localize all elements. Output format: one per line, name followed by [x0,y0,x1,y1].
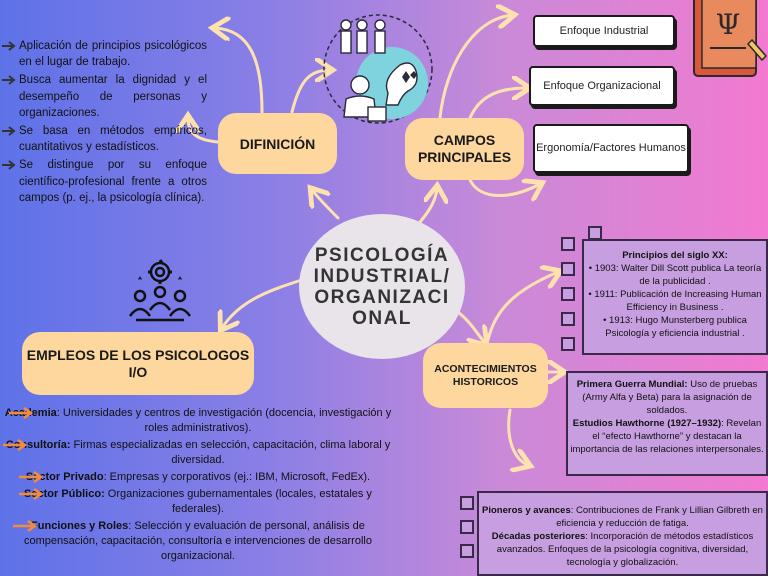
empleo-item: Sector Público: Organizaciones gubername… [3,487,393,517]
campos-principales-node: CAMPOS PRINCIPALES [405,118,524,180]
historia-heading: Pioneros y avances [482,505,571,516]
historia-box-pioneros: Pioneros y avances: Contribuciones de Fr… [477,491,768,576]
historia-line: • 1913: Hugo Munsterberg publica Psicolo… [603,315,747,339]
historia-line: • 1911: Publicación de Increasing Human … [588,289,762,313]
orange-arrow-icon [3,439,28,451]
orange-arrow-icon [9,407,34,419]
orange-arrow-icon [19,471,44,483]
acontecimientos-node: ACONTECIMIENTOS HISTORICOS [423,343,548,408]
decor-square [561,287,575,301]
historia-box-guerra-hawthorne: Primera Guerra Mundial: Uso de pruebas (… [566,371,768,476]
decor-square [561,237,575,251]
historia-heading: Estudios Hawthorne (1927–1932) [572,418,722,429]
definition-item: Se basa en métodos empíricos, cuantitati… [2,123,207,155]
historia-box-siglo-xx: Principios del siglo XX: • 1903: Walter … [582,239,768,355]
decor-square [460,544,474,558]
arrow-right-icon [2,160,16,171]
arrow-right-icon [2,75,16,86]
historia-heading: Primera Guerra Mundial: [576,379,688,390]
historia-text: Uso de pruebas (Army Alfa y Beta) para l… [582,379,758,416]
empleos-node: EMPLEOS DE LOS PSICOLOGOS I/O [22,332,254,395]
orange-arrow-icon [13,520,38,532]
definition-list: Aplicación de principios psicológicos en… [2,38,207,208]
people-gears-icon [128,258,192,324]
book-psi-icon: Ψ [692,0,768,80]
definition-item: Aplicación de principios psicológicos en… [2,38,207,70]
empleos-list: Academia: Universidades y centros de inv… [3,406,393,566]
decor-square [460,520,474,534]
historia-heading: Décadas posteriores [491,531,586,542]
historia-text: : Contribuciones de Frank y Lillian Gilb… [556,505,763,529]
svg-text:Ψ: Ψ [716,8,741,41]
historia-heading: Principios del siglo XX: [622,250,728,261]
teamwork-icon [322,13,434,125]
empleo-item: Academia: Universidades y centros de inv… [4,407,392,434]
definicion-node: DIFINICIÓN [218,113,337,174]
campo-item-organizacional: Enfoque Organizacional [529,66,675,106]
decor-square [561,312,575,326]
arrow-right-icon [2,41,16,51]
campo-item-industrial: Enfoque Industrial [533,15,675,47]
decor-square [561,337,575,351]
historia-text: : Incorporación de métodos estadísticos … [496,531,754,568]
definition-item: Busca aumentar la dignidad y el desempeñ… [2,72,207,121]
historia-text: : Revelan el “efecto Hawthorne” y destac… [570,418,764,455]
empleo-item: Sector Privado: Empresas y corporativos … [3,470,393,485]
empleo-item: Funciones y Roles: Selección y evaluació… [3,519,393,564]
historia-line: • 1903: Walter Dill Scott publica La teo… [588,263,762,287]
definition-item: Se distingue por su enfoque científico-p… [2,157,207,206]
decor-square [460,496,474,510]
arrow-right-icon [2,126,16,136]
orange-arrow-icon [19,488,44,500]
campo-item-ergonomia: Ergonomía/Factores Humanos [533,124,689,173]
empleo-item: Consultoría: Firmas especializadas en se… [3,438,393,468]
central-topic: PSICOLOGÍA INDUSTRIAL/ ORGANIZACI ONAL [299,214,465,359]
decor-square [561,262,575,276]
decor-square [588,226,602,240]
